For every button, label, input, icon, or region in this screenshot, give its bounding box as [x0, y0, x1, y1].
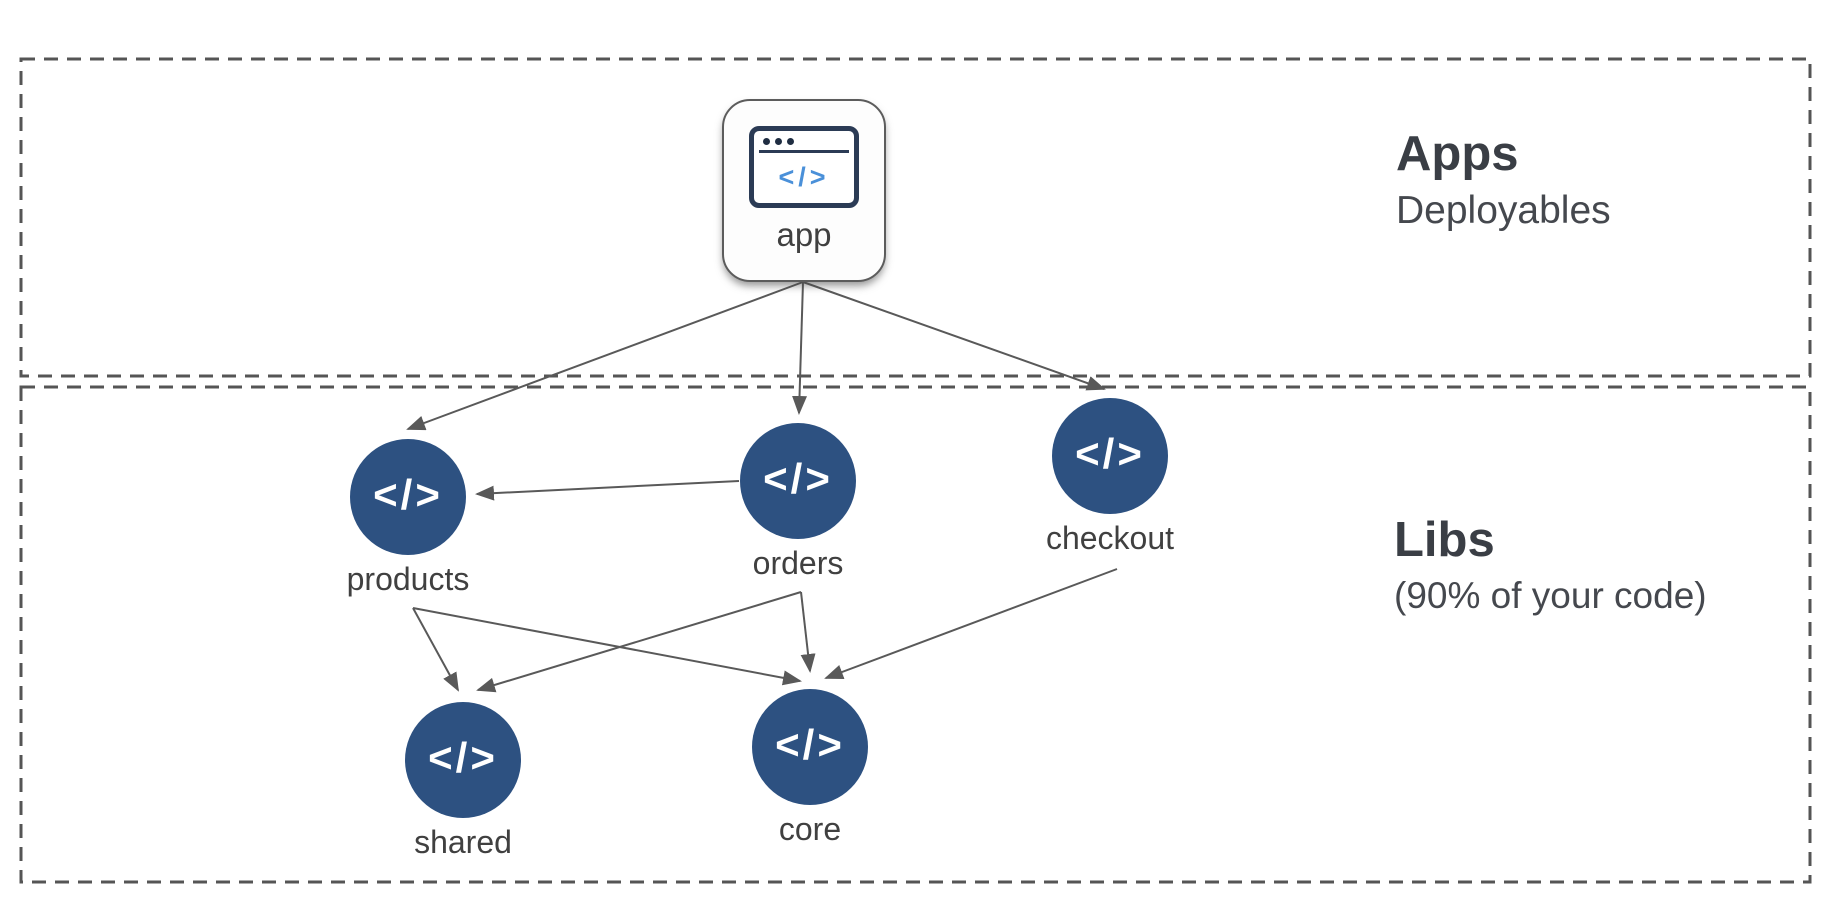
- node-products-label: products: [346, 561, 470, 597]
- libs-section-box: [19, 385, 1812, 884]
- edge-orders-shared: [476, 591, 802, 693]
- apps-section-header: Apps Deployables: [1396, 127, 1611, 234]
- code-circle-icon: </>: [752, 689, 868, 805]
- node-core: </> core: [700, 689, 920, 848]
- apps-section-box: [19, 57, 1812, 378]
- libs-section-title: Libs: [1394, 513, 1495, 567]
- code-icon: </>: [373, 471, 443, 518]
- edge-orders-products: [475, 480, 740, 501]
- code-icon: </>: [775, 721, 845, 768]
- edge-app-orders: [792, 281, 808, 415]
- node-orders-label: orders: [752, 545, 844, 581]
- code-glyph: </>: [778, 162, 830, 192]
- code-circle-icon: </>: [350, 439, 466, 555]
- edge-products-core: [412, 607, 802, 686]
- browser-dots-icon: [754, 131, 854, 150]
- node-orders: </> orders: [688, 423, 908, 582]
- edge-app-checkout: [802, 281, 1106, 391]
- browser-code-icon: </>: [749, 126, 859, 208]
- node-checkout: </> checkout: [1000, 398, 1220, 557]
- apps-section-title: Apps: [1396, 127, 1519, 181]
- node-products: </> products: [298, 439, 518, 598]
- edge-app-products: [406, 281, 804, 431]
- node-core-label: core: [778, 811, 842, 847]
- node-checkout-label: checkout: [1045, 520, 1175, 556]
- apps-section-subtitle: Deployables: [1396, 188, 1611, 232]
- libs-section-subtitle: (90% of your code): [1394, 574, 1707, 616]
- node-app-label: app: [776, 216, 832, 253]
- browser-divider: [759, 150, 849, 153]
- node-app: </> app: [722, 99, 886, 282]
- edge-products-shared: [412, 607, 459, 692]
- code-icon: </>: [428, 734, 498, 781]
- code-icon: </>: [763, 455, 833, 502]
- code-circle-icon: </>: [740, 423, 856, 539]
- code-icon: </>: [1075, 430, 1145, 477]
- libs-section-header: Libs (90% of your code): [1394, 513, 1707, 617]
- edge-orders-core: [800, 591, 816, 673]
- edge-checkout-core: [824, 568, 1118, 680]
- node-shared-label: shared: [414, 824, 512, 860]
- code-circle-icon: </>: [405, 702, 521, 818]
- code-circle-icon: </>: [1052, 398, 1168, 514]
- node-shared: </> shared: [353, 702, 573, 861]
